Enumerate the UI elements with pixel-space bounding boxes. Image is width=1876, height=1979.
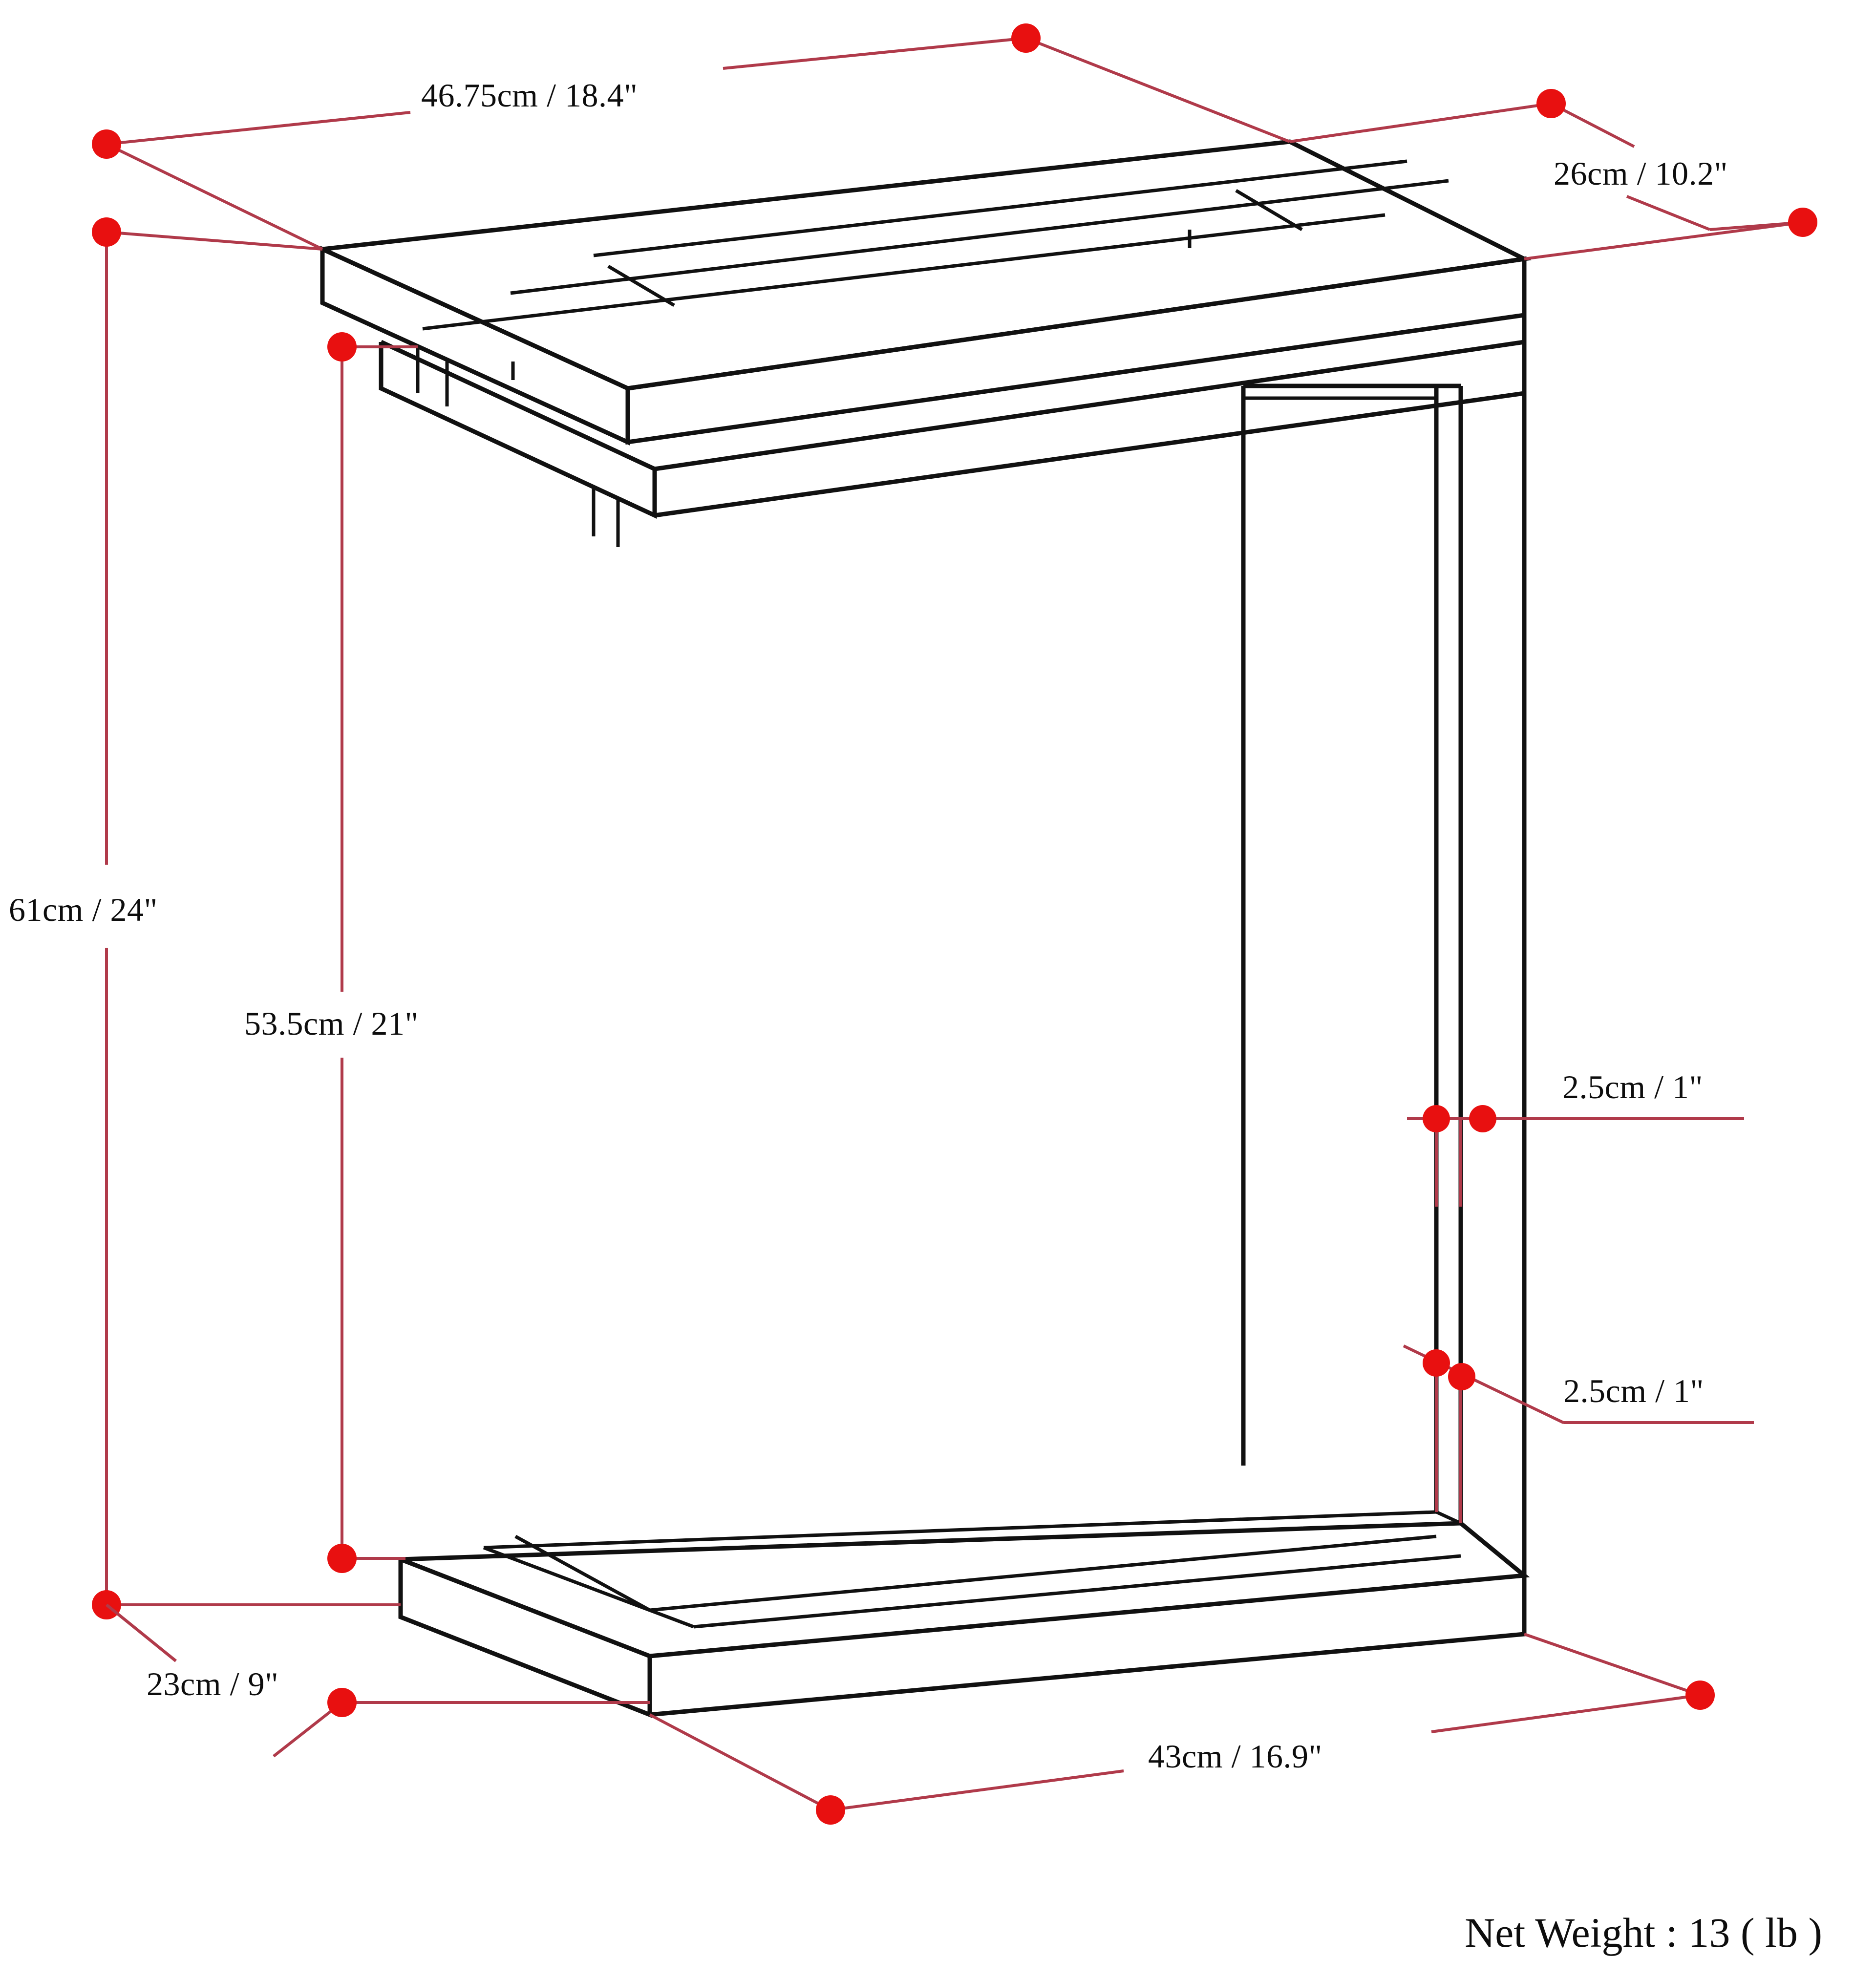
dim-dot-overall-height-top xyxy=(92,217,121,247)
dimension-leg-thickness-upper: 2.5cm / 1" xyxy=(1407,1068,1744,1207)
dim-label-top-width: 46.75cm / 18.4" xyxy=(421,77,638,114)
base-recess-inner-bottom-2 xyxy=(649,1534,1437,1612)
dim-label-clearance-height: 53.5cm / 21" xyxy=(244,1005,419,1042)
dim-dot-top-depth-upper xyxy=(1536,89,1566,118)
dim-top-width-line-right xyxy=(1025,37,1291,143)
dim-top-depth-line-upper xyxy=(1289,102,1552,143)
dim-dot-base-depth-lower xyxy=(327,1688,357,1717)
dimension-base-width: 43cm / 16.9" xyxy=(649,1633,1715,1825)
dim-label-base-depth: 23cm / 9" xyxy=(147,1665,278,1702)
dim-label-leg-thickness-upper: 2.5cm / 1" xyxy=(1562,1068,1703,1106)
tabletop-apron-front xyxy=(379,342,657,519)
dim-top-depth-leader-lower xyxy=(1626,195,1711,231)
dim-top-depth-line-lower xyxy=(1524,221,1803,260)
dimension-base-depth: 23cm / 9" xyxy=(106,1603,650,1758)
dim-overall-height-top-leader xyxy=(106,231,323,251)
tabletop-apron-top-edge xyxy=(380,340,656,471)
tabletop-plank-crossjoint-right xyxy=(1235,189,1303,232)
c-table-illustration xyxy=(314,139,1532,1718)
base-recess-inner-left xyxy=(483,1546,695,1629)
tabletop-apron-long-front xyxy=(654,391,1525,518)
dimension-leg-thickness-lower: 2.5cm / 1" xyxy=(1403,1344,1754,1523)
dim-dot-top-width-left xyxy=(92,129,121,159)
dim-base-width-left-line xyxy=(649,1713,831,1811)
dim-top-width-leader-right xyxy=(723,37,1026,70)
dim-label-leg-thickness-lower: 2.5cm / 1" xyxy=(1563,1372,1704,1409)
net-weight-label: Net Weight : 13 ( lb ) xyxy=(1465,1909,1822,1956)
dim-dot-leg-lower-a xyxy=(1423,1349,1450,1377)
dim-dot-base-width-left xyxy=(816,1795,845,1825)
base-front-face xyxy=(398,1559,652,1718)
tabletop-plank-seam-1 xyxy=(422,213,1386,331)
dimension-overall-height: 61cm / 24" xyxy=(9,217,401,1662)
dim-dot-clearance-top xyxy=(327,332,357,362)
tabletop-plank-seam-3 xyxy=(593,159,1407,257)
dim-top-depth-lower-connector xyxy=(1709,221,1803,231)
base-recess-outer xyxy=(483,1510,1437,1550)
leg-base-join-tick xyxy=(1435,1510,1462,1525)
dim-dot-leg-upper-a xyxy=(1423,1105,1450,1132)
dim-label-base-width: 43cm / 16.9" xyxy=(1148,1738,1322,1775)
dimension-clearance-height: 53.5cm / 21" xyxy=(244,332,419,1573)
dim-dot-top-depth-lower xyxy=(1788,208,1817,237)
dim-dot-clearance-bottom xyxy=(327,1544,357,1573)
base-recess-left-inner xyxy=(514,1534,651,1612)
dim-top-width-line-left xyxy=(106,143,323,251)
dim-dot-leg-upper-b xyxy=(1469,1105,1496,1132)
dimension-top-depth: 26cm / 10.2" xyxy=(1289,89,1817,260)
dim-base-width-left-leader xyxy=(830,1769,1124,1811)
dim-top-width-leader-left xyxy=(106,111,411,146)
dim-dot-base-width-right xyxy=(1685,1681,1715,1710)
dim-dot-leg-lower-b xyxy=(1448,1363,1475,1390)
tabletop-apron-lower-seam xyxy=(654,340,1525,471)
dim-base-width-right-leader xyxy=(1431,1694,1701,1733)
tabletop-plank-seam-2 xyxy=(510,179,1449,295)
dim-label-overall-height: 61cm / 24" xyxy=(9,891,158,928)
tabletop-plank-crossjoint-left xyxy=(607,264,675,307)
dim-dot-top-width-right xyxy=(1011,23,1041,53)
base-recess-inner-bottom xyxy=(693,1554,1461,1629)
dim-top-depth-leader-upper xyxy=(1550,102,1635,148)
dim-base-width-right-line xyxy=(1524,1633,1701,1697)
dim-base-depth-upper-leader xyxy=(106,1603,177,1662)
dimension-top-width: 46.75cm / 18.4" xyxy=(92,23,1291,251)
dim-label-top-depth: 26cm / 10.2" xyxy=(1554,155,1728,192)
